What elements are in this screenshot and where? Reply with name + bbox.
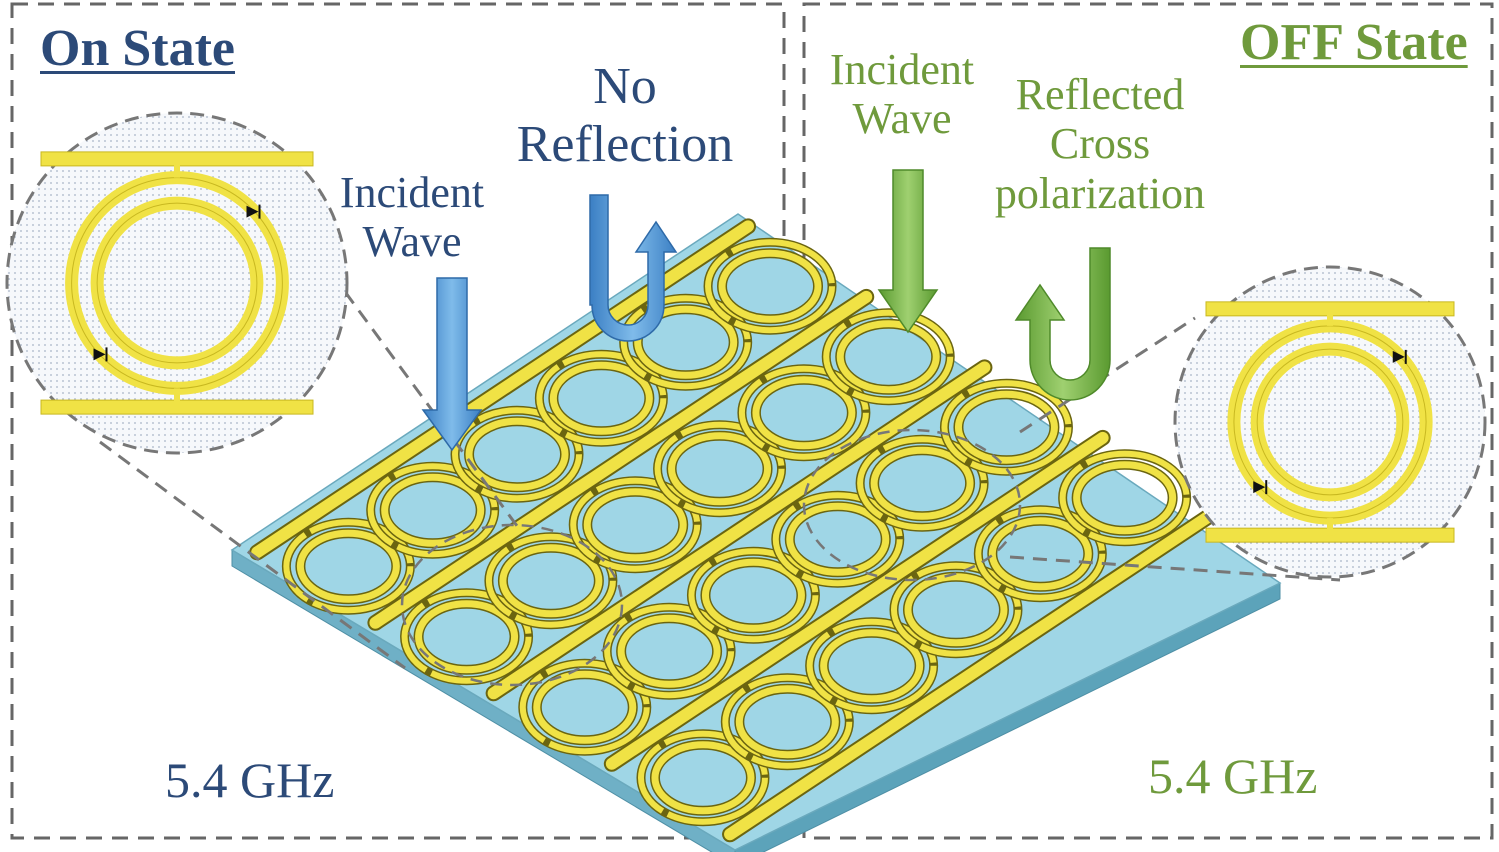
unit-cell	[619, 293, 753, 391]
callout-markers	[400, 428, 1022, 687]
on-leader-upper	[316, 254, 522, 531]
metal-strip	[487, 361, 991, 700]
unit-cell	[889, 561, 1023, 659]
unit-cell	[855, 434, 989, 532]
diode-icon	[1253, 481, 1266, 494]
diode-icon	[1392, 350, 1405, 363]
metal-strips	[249, 218, 1229, 843]
on-incident-wave-label: Incident Wave	[322, 168, 502, 267]
unit-cell	[805, 617, 939, 715]
unit-cell	[281, 517, 415, 615]
inset-background	[5, 111, 349, 455]
on-incident-line-1: Incident	[339, 168, 485, 217]
reflected-line-2: Cross	[1049, 119, 1151, 169]
unit-cell	[703, 237, 837, 335]
off-state-unit-cell-inset	[1173, 265, 1487, 579]
metal-strip	[251, 220, 755, 559]
reflected-line-1: Reflected	[1015, 70, 1185, 119]
unit-cell	[484, 532, 618, 630]
off-leader-lower	[1009, 555, 1341, 582]
no-reflection-line-2: Reflection	[516, 116, 734, 174]
inset-background	[1173, 265, 1487, 579]
unit-cell	[686, 546, 820, 644]
off-state-frequency: 5.4 GHz	[1148, 748, 1318, 804]
off-state-title: OFF State	[1240, 14, 1468, 71]
on-incident-arrow	[421, 277, 483, 452]
off-incident-line-1: Incident	[829, 45, 975, 94]
metal-strip	[369, 290, 873, 629]
off-reflected-arrow	[1014, 247, 1111, 401]
no-reflection-line-1: No	[593, 58, 657, 115]
on-no-reflection-arrow	[589, 194, 678, 342]
unit-cell	[939, 378, 1073, 476]
off-incident-wave-label: Incident Wave	[812, 45, 992, 144]
on-callout-marker	[400, 523, 624, 687]
on-state-frame	[10, 2, 786, 840]
unit-cell	[400, 588, 534, 686]
unit-cell	[518, 658, 652, 756]
unit-cell	[602, 602, 736, 700]
off-incident-line-2: Wave	[852, 94, 952, 144]
diode-icon	[93, 348, 106, 361]
off-incident-arrow	[877, 169, 939, 334]
diode-icon	[246, 205, 259, 218]
unit-cell	[653, 420, 787, 518]
on-leader-lower	[99, 440, 406, 670]
unit-cell	[366, 461, 500, 559]
unit-cell	[1058, 449, 1192, 547]
on-state-frequency: 5.4 GHz	[165, 752, 335, 808]
on-incident-line-2: Wave	[362, 217, 462, 267]
unit-cell	[737, 364, 871, 462]
unit-cell	[534, 349, 668, 447]
reflected-cross-polarization-label: Reflected Cross polarization	[965, 70, 1235, 218]
off-callout-marker	[802, 428, 1022, 582]
on-state-unit-cell-inset	[5, 111, 349, 455]
unit-cell	[636, 729, 770, 827]
unit-cell	[720, 673, 854, 771]
unit-cell	[771, 490, 905, 588]
unit-cell	[450, 405, 584, 503]
on-state-title: On State	[40, 20, 235, 77]
metal-strip	[605, 431, 1109, 770]
no-reflection-label: No Reflection	[495, 58, 755, 174]
reflected-line-3: polarization	[994, 168, 1206, 218]
unit-cell	[568, 476, 702, 574]
ring-resonators	[281, 237, 1192, 827]
unit-cell	[973, 505, 1107, 603]
unit-cell	[821, 308, 955, 406]
metal-strip	[724, 502, 1227, 841]
